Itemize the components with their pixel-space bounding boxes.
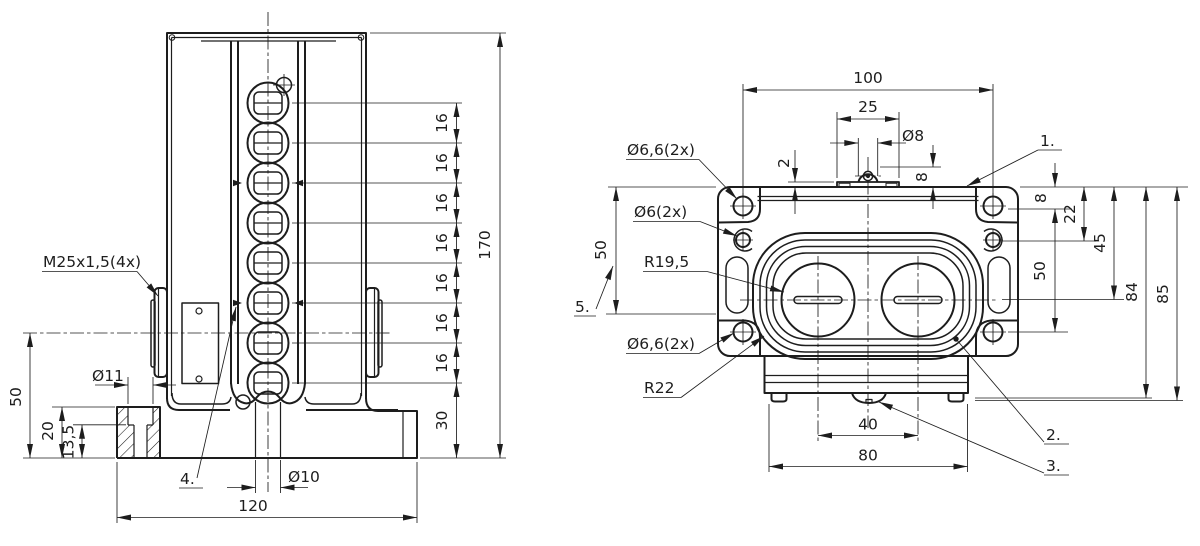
top-view: 100 25 Ø8 2 8 <box>574 69 1188 476</box>
front-side-bosses <box>150 287 383 378</box>
dim-170-label: 170 <box>476 230 494 260</box>
dim-dia10-label: Ø10 <box>288 468 320 486</box>
dim-50-left-label: 50 <box>592 240 610 260</box>
corner-holes <box>730 193 1006 345</box>
front-dims-left: 50 20 13,5 Ø11 Ø10 120 <box>7 333 418 523</box>
top-bottom-flange <box>763 356 969 404</box>
dim-2-label: 2 <box>775 158 793 168</box>
front-labels: M25x1,5(4x) 4. <box>42 253 237 489</box>
top-centerlines <box>740 157 998 443</box>
top-dims-top: 100 25 Ø8 2 8 <box>742 69 994 214</box>
dim-100-label: 100 <box>853 69 883 87</box>
dim-16-label: 16 <box>433 233 451 253</box>
dim-85-label: 85 <box>1154 284 1172 304</box>
label-dia66-bottom: Ø6,6(2x) <box>627 335 695 353</box>
dim-8-nub-label: 8 <box>913 172 931 182</box>
dim-40-label: 40 <box>858 416 878 434</box>
label-dia6: Ø6(2x) <box>634 203 687 221</box>
balloon-2: 2. <box>1046 426 1061 444</box>
label-r19-5: R19,5 <box>644 253 689 271</box>
top-dims-bottom: 40 80 <box>768 404 968 472</box>
dim-16-label: 16 <box>433 273 451 293</box>
front-column-outline <box>166 32 367 410</box>
balloon-3: 3. <box>1046 457 1061 475</box>
dim-16-label: 16 <box>433 353 451 373</box>
dim-30-label: 30 <box>433 411 451 431</box>
dim-50-right-label: 50 <box>1031 261 1049 281</box>
label-r22: R22 <box>644 379 675 397</box>
front-roller-circle <box>235 394 251 410</box>
balloon-5: 5. <box>575 298 590 316</box>
front-foot-section <box>116 406 161 458</box>
thread-label: M25x1,5(4x) <box>43 253 141 271</box>
dim-16-label: 16 <box>433 153 451 173</box>
front-slot-nuts <box>246 74 295 405</box>
small-cross-hole <box>273 74 295 96</box>
label-dia66-top: Ø6,6(2x) <box>627 141 695 159</box>
front-view: 16 16 16 16 16 16 16 30 170 50 20 13,5 <box>7 12 506 523</box>
dim-dia8-label: Ø8 <box>902 127 924 145</box>
front-centerlines <box>23 12 390 492</box>
dowel-holes <box>733 228 1003 252</box>
dim-120-label: 120 <box>238 497 268 515</box>
front-base <box>117 397 418 459</box>
top-labels: Ø6,6(2x) Ø6(2x) R19,5 Ø6,6(2x) R22 1. 2.… <box>626 132 1069 476</box>
dim-20-label: 20 <box>39 421 57 441</box>
dim-13-5-label: 13,5 <box>60 425 78 460</box>
side-slot-left <box>725 256 749 314</box>
dim-80-label: 80 <box>858 447 878 465</box>
dim-45-label: 45 <box>1091 233 1109 253</box>
front-dims-right: 16 16 16 16 16 16 16 30 170 <box>292 32 506 459</box>
front-name-plate <box>181 302 220 385</box>
dim-84-label: 84 <box>1123 282 1141 302</box>
dim-dia11-label: Ø11 <box>92 367 124 385</box>
dim-16-label: 16 <box>433 113 451 133</box>
side-slot-right <box>987 256 1011 314</box>
grease-nipple <box>851 392 887 404</box>
top-dims-right: 8 50 22 45 84 85 <box>975 163 1188 401</box>
dim-50-label: 50 <box>7 387 25 407</box>
dim-8-edge-label: 8 <box>1032 193 1050 203</box>
top-dims-left: 50 5. <box>574 186 716 317</box>
dim-22-label: 22 <box>1061 204 1079 224</box>
dim-25-label: 25 <box>858 98 878 116</box>
dim-16-label: 16 <box>433 193 451 213</box>
balloon-1: 1. <box>1040 132 1055 150</box>
dim-16-label: 16 <box>433 313 451 333</box>
balloon-4: 4. <box>180 470 195 488</box>
